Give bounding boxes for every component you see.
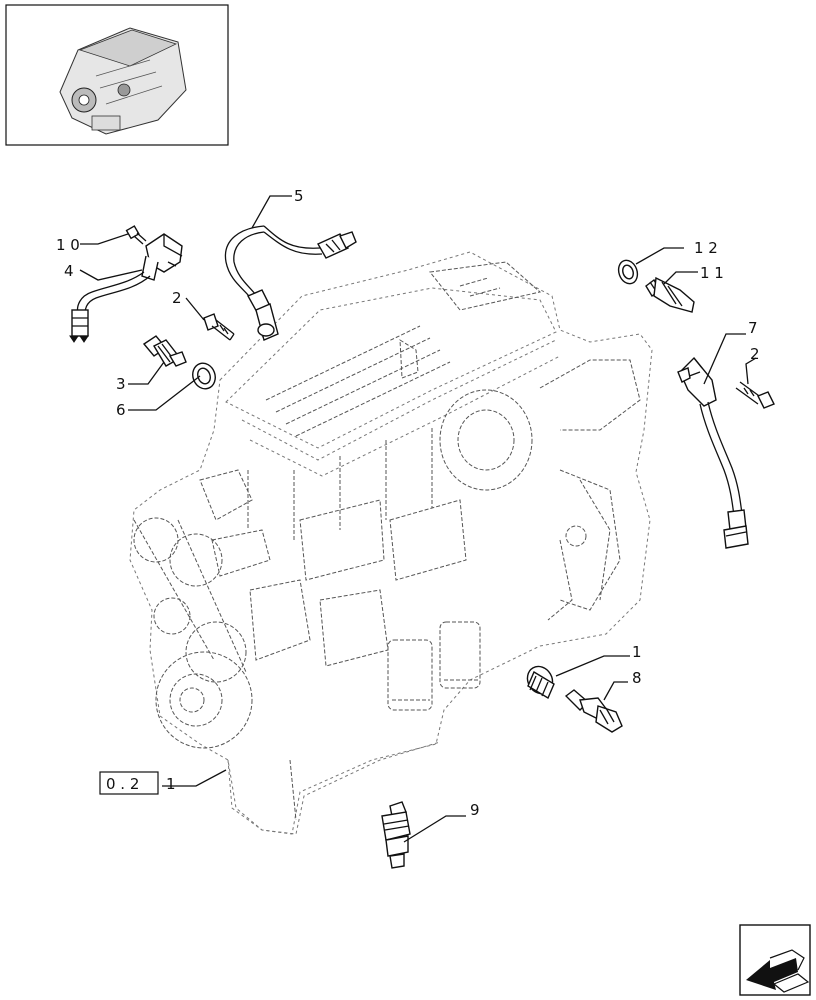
callout-7: 7 xyxy=(748,319,758,337)
callout-2-left: 2 xyxy=(172,289,182,307)
callout-6: 6 xyxy=(116,401,126,419)
reference-box-label: 0 . 2 xyxy=(106,775,139,793)
leader-9 xyxy=(403,815,466,843)
bolt-11 xyxy=(125,225,147,245)
previous-page-arrow-icon[interactable] xyxy=(739,924,811,996)
engine-thumbnail-icon[interactable] xyxy=(5,4,229,146)
callout-5: 5 xyxy=(294,187,304,205)
leader-10 xyxy=(663,271,698,285)
plug-1 xyxy=(526,665,555,700)
leader-7 xyxy=(703,333,746,385)
leader-12 xyxy=(635,247,684,265)
callout-1-upper: 1 xyxy=(632,643,642,661)
leader-ref xyxy=(162,769,227,787)
callout-12: 1 2 xyxy=(694,239,718,257)
leader-4 xyxy=(79,269,143,281)
callout-1-lower: 1 xyxy=(166,775,176,793)
leader-2-left xyxy=(185,297,205,321)
callout-10: 1 1 xyxy=(700,264,724,282)
leader-3 xyxy=(128,361,165,385)
leader-lines xyxy=(79,195,757,843)
callout-9: 9 xyxy=(470,801,480,819)
sensor-3 xyxy=(142,335,187,367)
temp-sensor-8 xyxy=(564,689,623,733)
sensor-harness-5 xyxy=(224,225,357,341)
seal-ring-6 xyxy=(192,362,216,390)
callout-3: 3 xyxy=(116,375,126,393)
reference-callout[interactable]: 0 . 2 1 xyxy=(99,771,176,795)
sensor-harness-7 xyxy=(677,356,749,549)
callout-4: 4 xyxy=(64,262,74,280)
leader-1-lower xyxy=(555,655,630,677)
sensor-harness-4 xyxy=(69,233,183,343)
leader-2-right xyxy=(745,357,757,385)
pressure-switch-10 xyxy=(645,276,695,313)
seal-ring-12 xyxy=(617,259,639,285)
leader-8 xyxy=(603,681,628,701)
bolt-2-right xyxy=(735,381,775,409)
leader-6 xyxy=(128,375,201,411)
bolt-2-left xyxy=(203,313,235,341)
callout-8: 8 xyxy=(632,669,642,687)
callout-2-right: 2 xyxy=(750,345,760,363)
engine-outline xyxy=(129,251,653,835)
sensor-9 xyxy=(381,801,411,869)
leader-11 xyxy=(80,233,129,245)
callout-11: 1 0 xyxy=(56,236,80,254)
leader-5 xyxy=(251,195,292,229)
